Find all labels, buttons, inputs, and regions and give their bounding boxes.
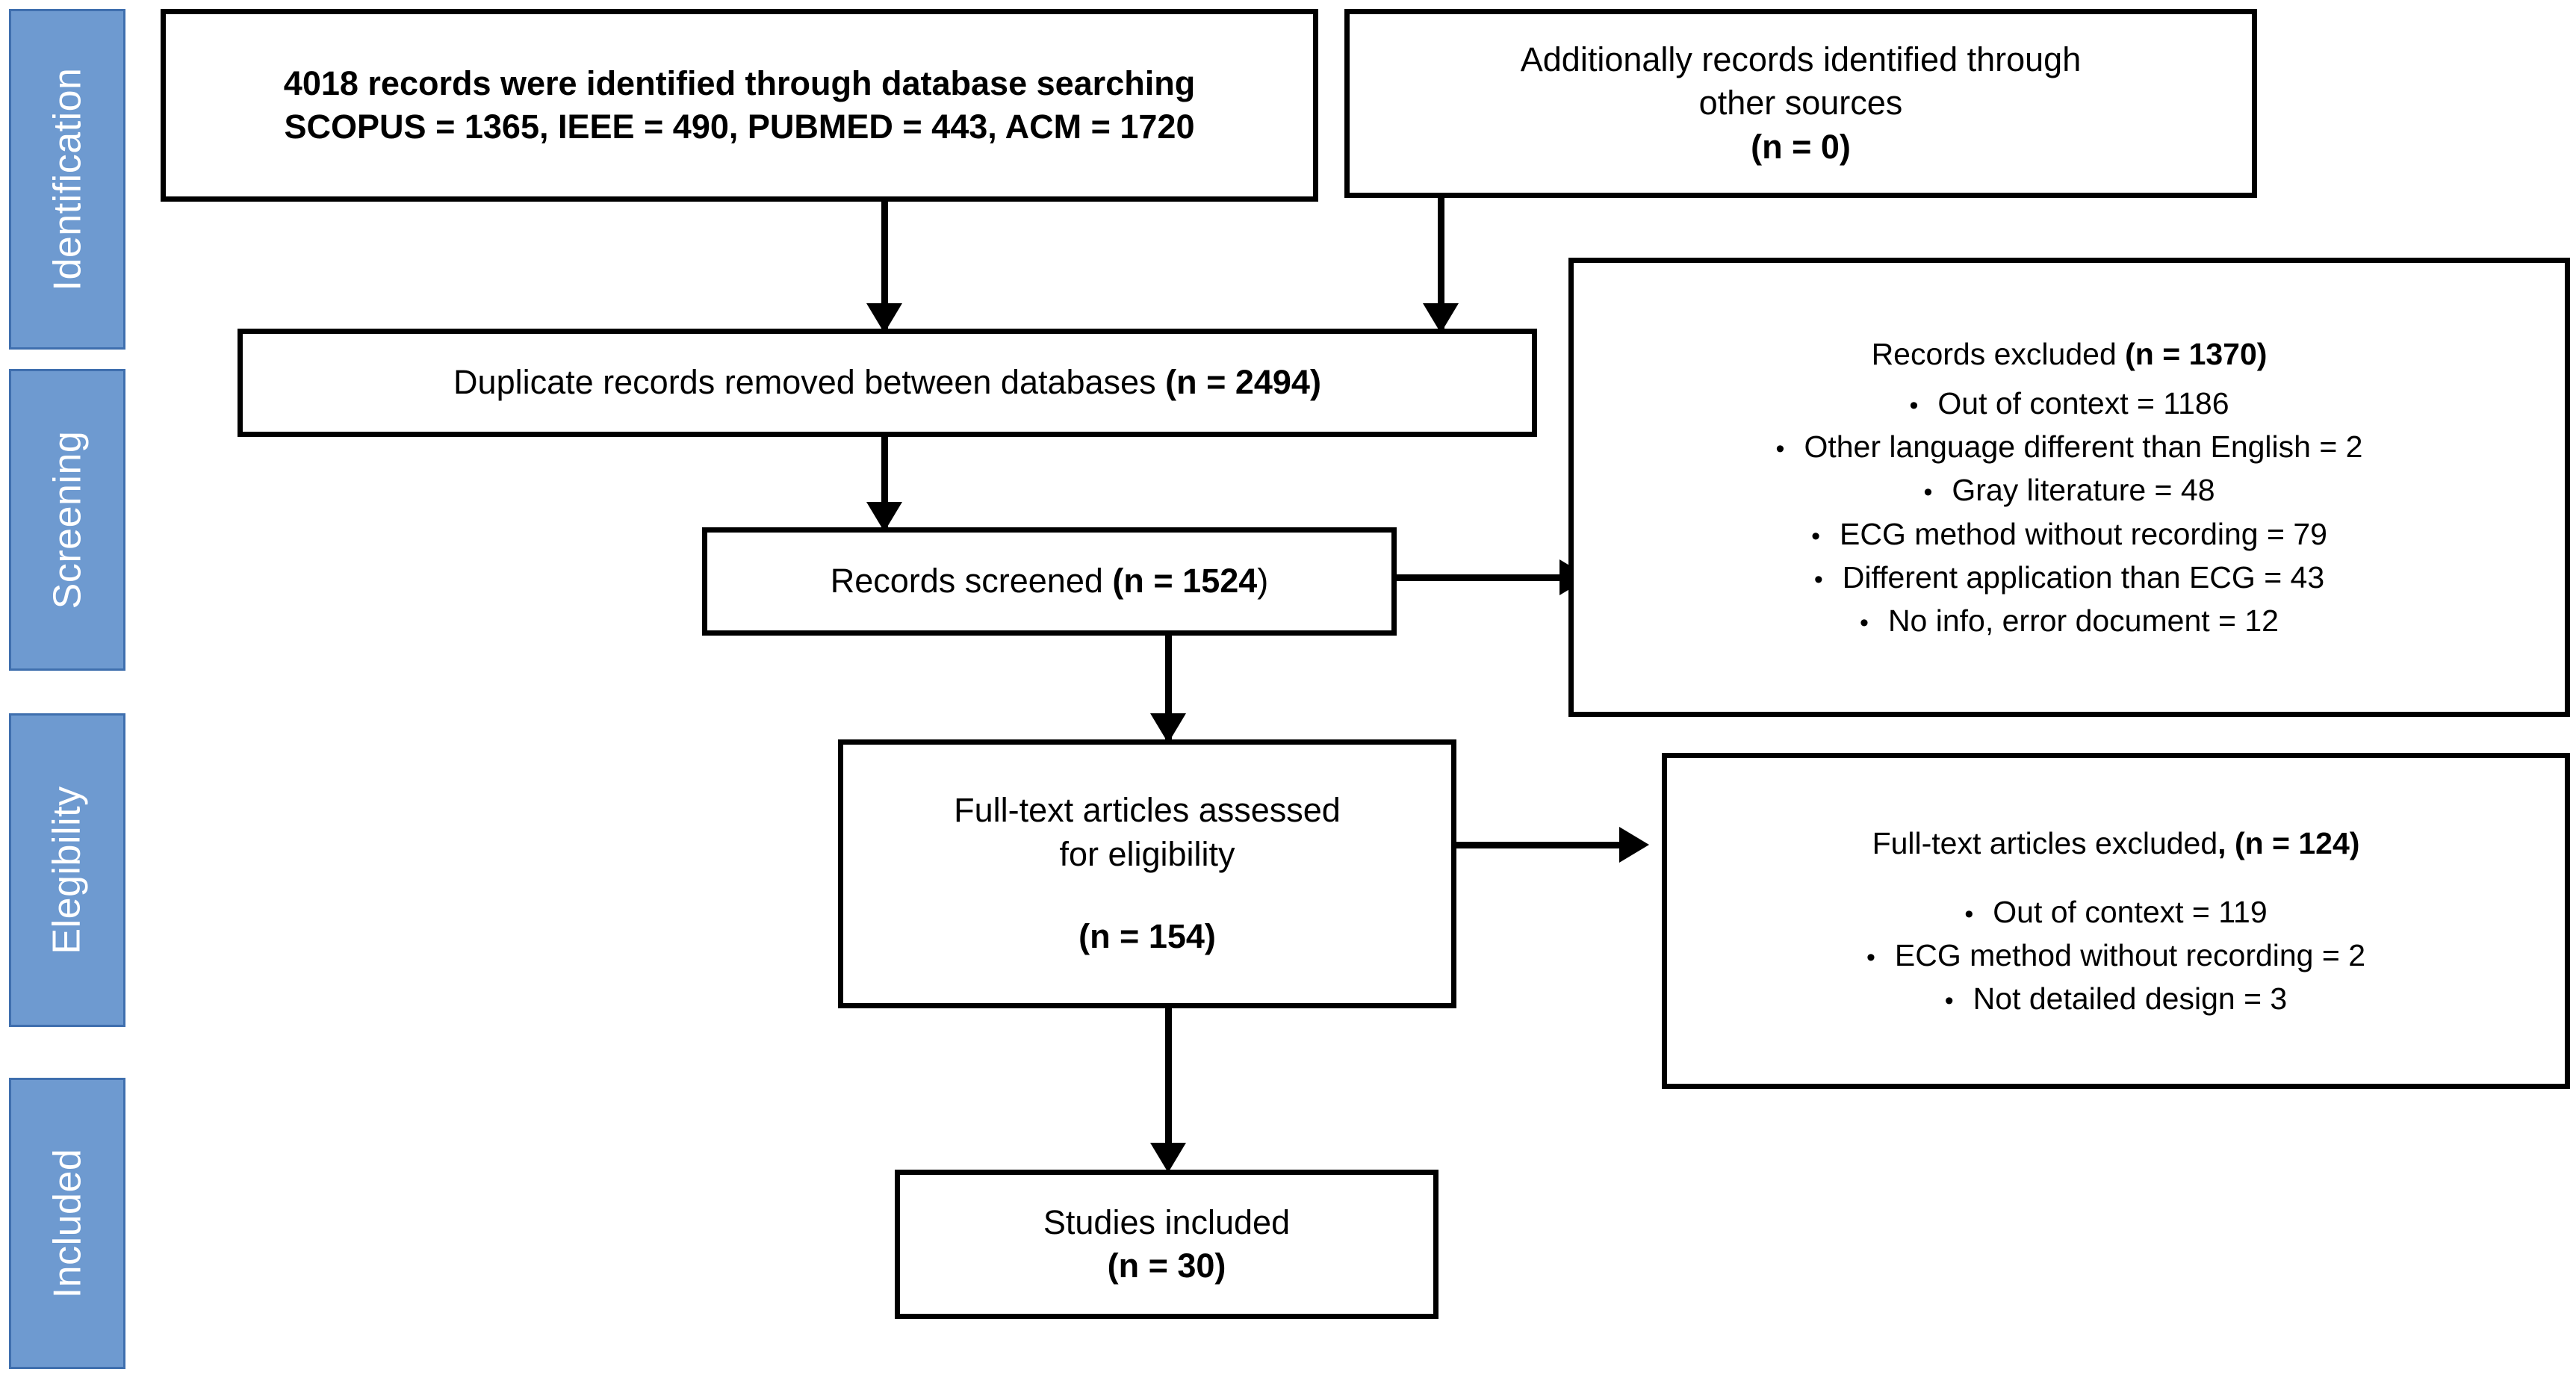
records-excluded-list: • Out of context = 1186 • Other language d…	[1574, 382, 2565, 642]
arrowhead-fulltext-to-excluded	[1619, 827, 1649, 863]
connector-fulltext-to-included	[1165, 1008, 1172, 1158]
arrowhead-database-to-duplicates	[866, 303, 902, 333]
records-excluded-item-5-label: Different application than ECG = 43	[1842, 559, 2325, 595]
other-sources-line-1: Additionally records identified through	[1520, 40, 2082, 78]
bullet-icon: •	[1909, 391, 1919, 420]
duplicates-removed-text-plain: Duplicate records removed between databa…	[453, 363, 1166, 402]
fulltext-excluded-heading-plain: Full-text articles excluded	[1872, 825, 2218, 860]
fulltext-excluded-list: • Out of context = 119 • ECG method withou…	[1667, 890, 2565, 1021]
stage-band-elegibility: Elegibility	[9, 713, 125, 1027]
fulltext-assessed-line-3: (n = 154)	[1078, 917, 1216, 956]
records-excluded-item-2: • Other language different than English =…	[1574, 425, 2565, 468]
connector-screened-to-excluded	[1397, 574, 1568, 581]
fulltext-assessed-line-2: for eligibility	[1059, 834, 1235, 873]
stage-label-identification: Identification	[46, 67, 89, 291]
bullet-icon: •	[1813, 565, 1823, 594]
records-excluded-count: (n = 1370)	[2125, 336, 2268, 371]
bullet-icon: •	[1811, 521, 1820, 550]
connector-other-sources-to-duplicates	[1438, 198, 1444, 329]
node-records-screened: Records screened (n = 1524)	[702, 527, 1397, 636]
duplicates-removed-count: (n = 2494)	[1165, 363, 1321, 402]
fulltext-excluded-count: , (n = 124)	[2217, 825, 2360, 860]
node-records-excluded: Records excluded (n = 1370) • Out of cont…	[1568, 258, 2570, 717]
records-excluded-heading-plain: Records excluded	[1871, 336, 2126, 371]
stage-label-included: Included	[46, 1148, 90, 1299]
bullet-icon: •	[1923, 478, 1933, 507]
records-excluded-item-1-label: Out of context = 1186	[1937, 385, 2229, 421]
bullet-icon: •	[1866, 943, 1875, 972]
records-screened-text-plain-suffix: )	[1257, 562, 1269, 601]
fulltext-assessed-line-1: Full-text articles assessed	[954, 791, 1341, 830]
fulltext-excluded-item-2: • ECG method without recording = 2	[1667, 934, 2565, 977]
fulltext-excluded-item-2-label: ECG method without recording = 2	[1894, 938, 2366, 972]
arrowhead-other-sources-to-duplicates	[1423, 303, 1459, 333]
connector-fulltext-to-excluded	[1456, 842, 1628, 848]
bullet-icon: •	[1860, 609, 1869, 638]
other-sources-line-3: (n = 0)	[1751, 127, 1851, 166]
connector-duplicates-to-screened	[881, 437, 888, 530]
records-excluded-item-1: • Out of context = 1186	[1574, 382, 2565, 425]
stage-band-screening: Screening	[9, 369, 125, 671]
stage-label-elegibility: Elegibility	[46, 786, 89, 955]
records-excluded-item-3: • Gray literature = 48	[1574, 468, 2565, 512]
node-studies-included: Studies included (n = 30)	[895, 1170, 1438, 1319]
database-search-line-1: 4018 records were identified through dat…	[283, 63, 1196, 102]
arrowhead-fulltext-to-included	[1150, 1143, 1186, 1173]
node-fulltext-excluded: Full-text articles excluded, (n = 124) •…	[1662, 753, 2570, 1089]
records-screened-count: (n = 1524	[1112, 562, 1258, 601]
fulltext-excluded-item-1-label: Out of context = 119	[1993, 894, 2268, 929]
bullet-icon: •	[1775, 435, 1785, 464]
fulltext-excluded-heading: Full-text articles excluded, (n = 124)	[1872, 822, 2360, 865]
fulltext-excluded-item-3: • Not detailed design = 3	[1667, 977, 2565, 1020]
studies-included-line-2: (n = 30)	[1107, 1247, 1226, 1285]
node-duplicates-removed: Duplicate records removed between databa…	[238, 329, 1537, 437]
records-excluded-item-6-label: No info, error document = 12	[1887, 603, 2279, 639]
stage-band-identification: Identification	[9, 9, 125, 350]
records-excluded-heading: Records excluded (n = 1370)	[1872, 332, 2268, 376]
connector-database-to-duplicates	[881, 202, 888, 329]
records-excluded-item-2-label: Other language different than English = …	[1804, 429, 2363, 465]
arrowhead-duplicates-to-screened	[866, 502, 902, 532]
stage-band-included: Included	[9, 1078, 125, 1369]
stage-label-screening: Screening	[46, 430, 89, 609]
records-screened-text-plain-prefix: Records screened	[830, 562, 1113, 601]
node-database-search: 4018 records were identified through dat…	[161, 9, 1318, 202]
fulltext-excluded-item-1: • Out of context = 119	[1667, 890, 2565, 934]
bullet-icon: •	[1964, 899, 1974, 928]
records-excluded-item-5: • Different application than ECG = 43	[1574, 556, 2565, 599]
bullet-icon: •	[1944, 987, 1954, 1016]
node-other-sources: Additionally records identified through …	[1344, 9, 2257, 198]
database-search-line-2: SCOPUS = 1365, IEEE = 490, PUBMED = 443,…	[284, 108, 1195, 146]
records-excluded-item-6: • No info, error document = 12	[1574, 599, 2565, 642]
records-excluded-item-4: • ECG method without recording = 79	[1574, 512, 2565, 556]
studies-included-line-1: Studies included	[1043, 1203, 1291, 1241]
fulltext-excluded-item-3-label: Not detailed design = 3	[1973, 981, 2288, 1017]
connector-screened-to-fulltext	[1165, 636, 1172, 740]
duplicates-removed-text: Duplicate records removed between databa…	[453, 361, 1321, 405]
records-excluded-item-3-label: Gray literature = 48	[1952, 473, 2215, 508]
node-fulltext-assessed: Full-text articles assessed for eligibil…	[838, 739, 1456, 1008]
arrowhead-screened-to-fulltext	[1150, 713, 1186, 743]
records-screened-text: Records screened (n = 1524)	[831, 559, 1269, 603]
other-sources-line-2: other sources	[1698, 84, 1903, 122]
records-excluded-item-4-label: ECG method without recording = 79	[1839, 516, 2327, 551]
